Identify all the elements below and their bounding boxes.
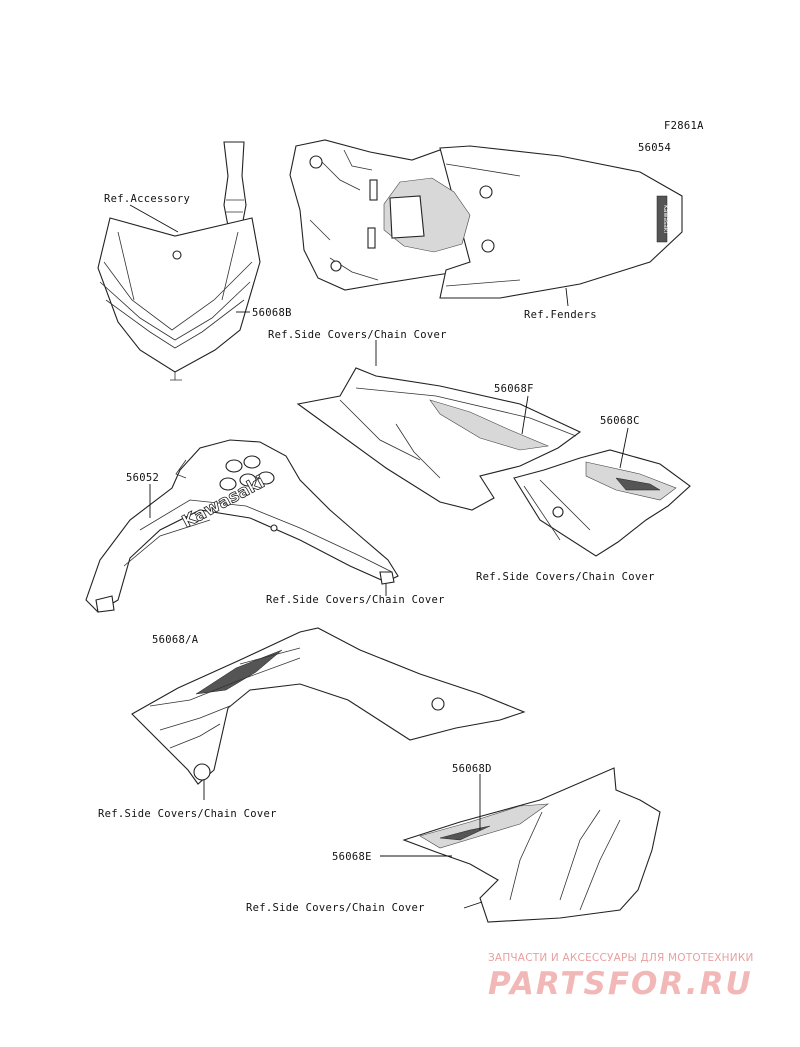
label-56068A: 56068/A xyxy=(152,634,199,646)
label-56052: 56052 xyxy=(126,472,159,484)
front-number-plate xyxy=(97,141,261,381)
label-ref-accessory: Ref.Accessory xyxy=(104,193,190,205)
side-cover-56068DE xyxy=(402,767,661,923)
leader-ref-accessory xyxy=(129,204,179,233)
label-ref-side-5: Ref.Side Covers/Chain Cover xyxy=(246,902,425,914)
side-cover-upper xyxy=(296,367,582,511)
leader-56068F xyxy=(521,395,529,435)
figure-code: F2861A xyxy=(664,120,704,132)
label-56068B: 56068B xyxy=(252,307,292,319)
watermark-tagline: ЗАПЧАСТИ И АКСЕССУАРЫ ДЛЯ МОТОТЕХНИКИ xyxy=(488,952,754,964)
label-ref-side-3: Ref.Side Covers/Chain Cover xyxy=(476,571,655,583)
side-cover-56068A xyxy=(131,627,526,785)
label-56068F: 56068F xyxy=(494,383,534,395)
label-56068D: 56068D xyxy=(452,763,492,775)
label-56068E: 56068E xyxy=(332,851,372,863)
label-56068C: 56068C xyxy=(600,415,640,427)
label-ref-side-2: Ref.Side Covers/Chain Cover xyxy=(266,594,445,606)
label-ref-fenders: Ref.Fenders xyxy=(524,309,597,321)
side-cover-decal-56068C xyxy=(513,449,691,557)
leader-ref-fenders xyxy=(565,287,569,307)
leader-ref-side-5 xyxy=(463,901,483,909)
radiator-shroud-56052: Kawasaki xyxy=(85,439,399,613)
label-56054: 56054 xyxy=(638,142,671,154)
kawasaki-fender-decal: Kawasaki xyxy=(662,205,669,233)
watermark-logo: PARTSFOR.RU xyxy=(488,966,753,1002)
label-ref-side-1: Ref.Side Covers/Chain Cover xyxy=(268,329,447,341)
label-ref-side-4: Ref.Side Covers/Chain Cover xyxy=(98,808,277,820)
rear-fender: Kawasaki xyxy=(289,139,683,299)
leader-56068C xyxy=(619,427,629,469)
